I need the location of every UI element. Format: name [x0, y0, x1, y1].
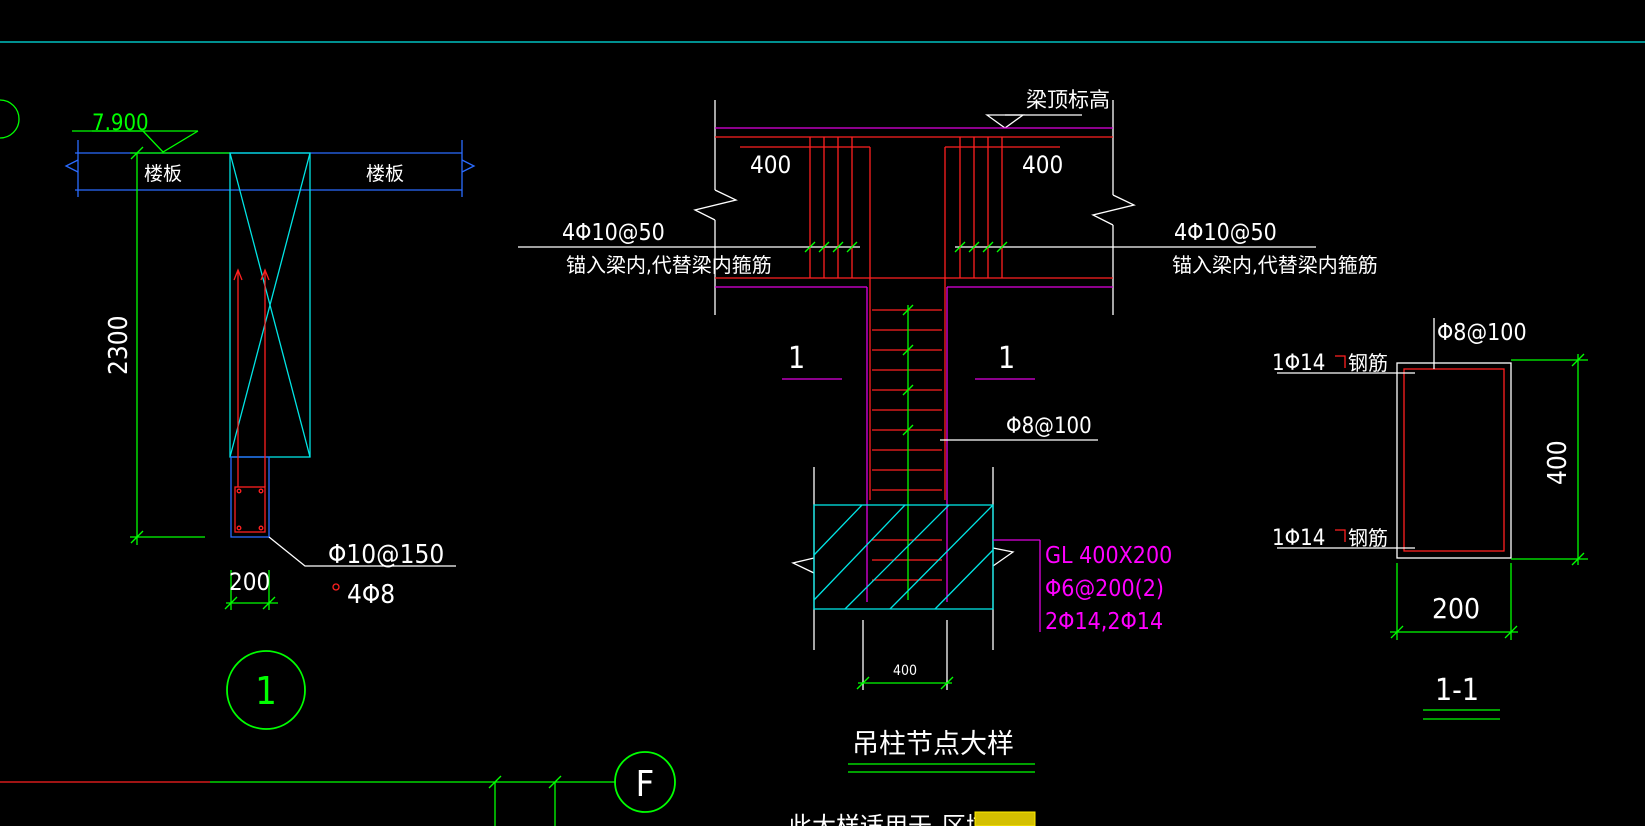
section-bottom-bar-suffix: 钢筋	[1348, 526, 1388, 550]
gl-spec-line3: 2Φ14,2Φ14	[1045, 609, 1163, 635]
center-detail-title: 吊柱节点大样	[852, 729, 1014, 760]
rebar-label: 4Φ8	[347, 580, 395, 610]
section-top-bar-suffix: 钢筋	[1348, 351, 1388, 375]
detail-center: 梁顶标高 400 400 4Φ10@50 锚入梁内,代替梁内箍筋 4Φ10@50…	[518, 88, 1378, 773]
rebar-right-label: 4Φ10@50	[1174, 220, 1277, 246]
stirrup-leader	[268, 536, 456, 567]
height-dim-text: 2300	[104, 315, 134, 375]
gl-bottom-dim-text: 400	[893, 663, 917, 679]
beam-outline	[715, 127, 1113, 288]
rebar-left-label: 4Φ10@50	[562, 220, 665, 246]
axis-bubble-f	[614, 751, 676, 813]
legend-hatch-swatch	[974, 811, 1036, 826]
section-mark-right: 1	[998, 341, 1015, 376]
dim-right-text: 400	[1022, 151, 1063, 179]
elevation-value: 7.900	[92, 111, 149, 136]
beam-top-mark	[984, 114, 1082, 129]
section-height-text: 400	[1543, 440, 1573, 485]
rebar-leaders	[518, 241, 1316, 253]
section-stirrup	[1403, 368, 1505, 552]
section-bottom-bar: 1Φ14	[1272, 526, 1325, 551]
detail-section-1-1: Φ8@100 1Φ14 钢筋 1Φ14 钢筋 400 200 1-1	[1272, 318, 1588, 720]
footer-note-fragment: 此大样适用于	[788, 812, 932, 826]
detail-number: 1	[255, 669, 277, 713]
section-title: 1-1	[1435, 673, 1479, 708]
rebar-right-note: 锚入梁内,代替梁内箍筋	[1172, 253, 1378, 277]
top-bar-hook	[1335, 355, 1346, 368]
stirrup-label-center: Φ8@100	[1006, 414, 1092, 439]
slab-outline	[64, 140, 476, 197]
detail-number-circle	[226, 650, 306, 730]
width-dimension	[224, 570, 278, 610]
hanging-column-center	[866, 287, 948, 602]
gl-spec-line2: Φ6@200(2)	[1045, 576, 1164, 602]
beam-top-label: 梁顶标高	[1026, 88, 1110, 112]
hanging-column	[230, 268, 270, 538]
section-top-label: Φ8@100	[1437, 320, 1527, 346]
anchor-bars-left	[809, 137, 871, 500]
elevation-mark	[72, 130, 199, 153]
section-mark-left: 1	[788, 341, 805, 376]
section-top-bar: 1Φ14	[1272, 351, 1325, 376]
rebar-left-note: 锚入梁内,代替梁内箍筋	[566, 253, 772, 277]
anchor-bars-right	[944, 137, 1003, 500]
height-dimension	[130, 146, 230, 545]
column-opening	[229, 152, 311, 458]
partial-axis-bubble	[0, 99, 20, 139]
grid-lines	[0, 751, 676, 826]
gl-spec-line1: GL 400X200	[1045, 543, 1172, 569]
gl-bottom-dimension	[856, 620, 954, 690]
bottom-bar-hook	[1335, 529, 1346, 542]
section-height-dimension	[1511, 353, 1588, 566]
axis-label-f: F	[636, 764, 655, 805]
beam-break-lines	[693, 100, 1136, 315]
width-dim-text: 200	[229, 568, 270, 596]
gl-beam	[791, 467, 1041, 650]
section-width-dimension	[1390, 563, 1518, 640]
section-outline	[1396, 362, 1512, 559]
detail-left: 7.900 楼板 楼板 2300 200 Φ10@150 4Φ8 1	[64, 111, 476, 730]
rebar-dot	[332, 583, 340, 591]
dim-left-text: 400	[750, 151, 791, 179]
slab-label-left: 楼板	[144, 163, 182, 185]
slab-label-right: 楼板	[366, 163, 404, 185]
section-width-text: 200	[1432, 592, 1480, 625]
stirrup-label: Φ10@150	[328, 540, 444, 570]
